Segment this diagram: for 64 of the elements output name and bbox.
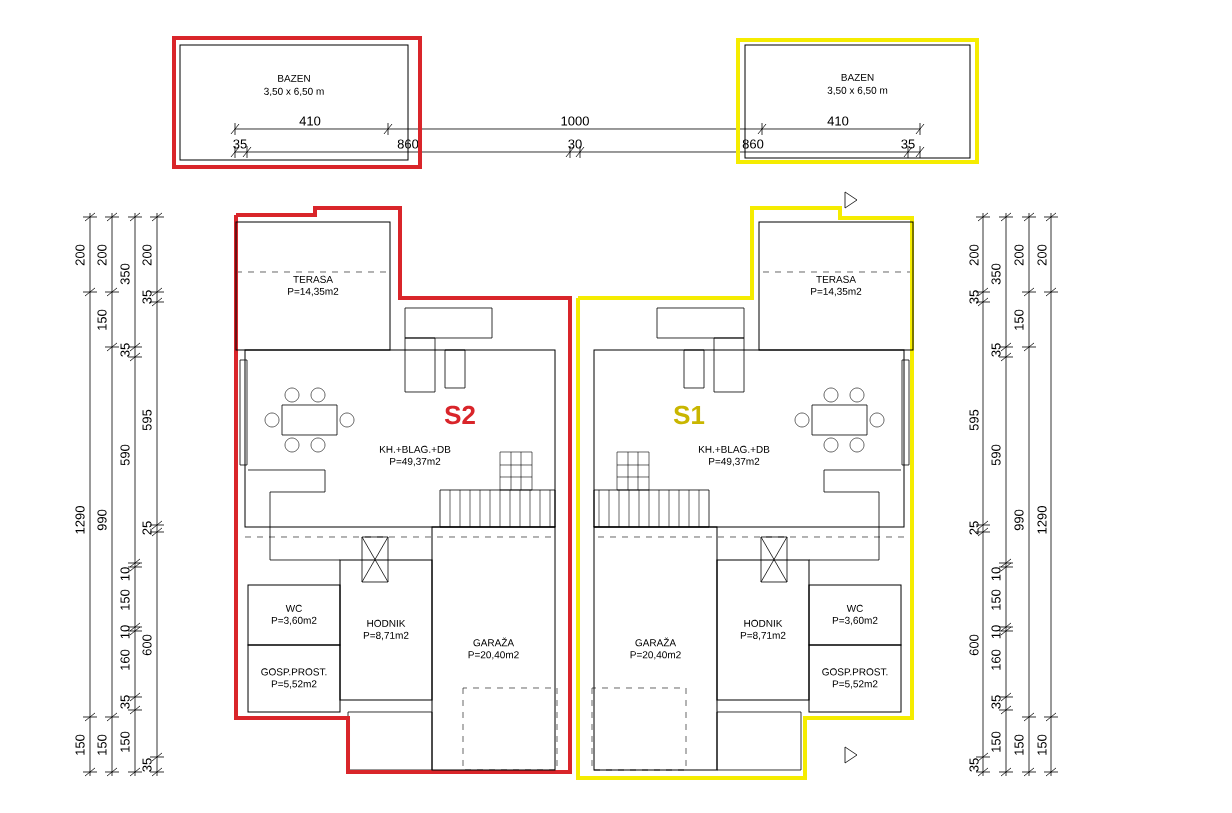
dimension-text: 35 [233, 139, 247, 149]
dimension-text: 595 [969, 409, 979, 431]
dimension-text: 35 [991, 343, 1001, 357]
dimension-text: 150 [1014, 309, 1024, 330]
dimension-text: 160 [991, 649, 1001, 670]
dimension-text: 35 [120, 695, 130, 709]
dimension-text: 1290 [75, 506, 85, 534]
dimension-text: 860 [397, 139, 419, 149]
dimension-text: 990 [1014, 509, 1024, 531]
dimension-text: 10 [991, 567, 1001, 581]
dimension-text: 590 [991, 444, 1001, 466]
dimension-text: 35 [901, 139, 915, 149]
room: GOSP.PROST. P=5,52m2 [808, 644, 902, 713]
dimension-text: 1290 [1037, 506, 1047, 534]
dimension-text: 595 [142, 409, 152, 431]
room: WC P=3,60m2 [808, 584, 902, 646]
dimension-text: 35 [969, 758, 979, 772]
dimension-text: 35 [120, 343, 130, 357]
dimension-text: 150 [991, 589, 1001, 610]
dimension-text: 200 [97, 244, 107, 266]
dimension-text: 150 [1014, 734, 1024, 755]
dimension-text: 10 [991, 625, 1001, 639]
room: GARAŽA P=20,40m2 [431, 526, 556, 771]
dimension-text: 410 [299, 116, 321, 126]
dimension-text: 350 [120, 263, 130, 285]
dimension-text: 35 [969, 290, 979, 304]
dimension-text: 160 [120, 649, 130, 670]
dimension-text: 410 [827, 116, 849, 126]
room: WC P=3,60m2 [247, 584, 341, 646]
room: KH.+BLAG.+DB P=49,37m2 [379, 445, 451, 467]
dimension-text: 860 [742, 139, 764, 149]
dimension-text: 200 [969, 244, 979, 266]
dimension-text: 150 [991, 731, 1001, 752]
room: TERASA P=14,35m2 [235, 221, 391, 351]
dimension-text: 150 [1037, 734, 1047, 755]
dimension-text: 1000 [561, 116, 589, 126]
dimension-text: 350 [991, 263, 1001, 285]
dimension-text: 200 [1037, 244, 1047, 266]
dimension-text: 150 [75, 734, 85, 755]
room: GOSP.PROST. P=5,52m2 [247, 644, 341, 713]
dimension-text: 30 [568, 139, 582, 149]
dimension-text: 150 [97, 309, 107, 330]
dimension-text: 25 [969, 521, 979, 535]
dimension-text: 590 [120, 444, 130, 466]
dimension-text: 200 [1014, 244, 1024, 266]
dimension-text: 990 [97, 509, 107, 531]
dimension-text: 150 [120, 731, 130, 752]
dimension-text: 600 [969, 634, 979, 656]
dimension-text: 35 [142, 758, 152, 772]
room: HODNIK P=8,71m2 [339, 559, 433, 701]
dimension-text: 150 [97, 734, 107, 755]
dimension-text: 10 [120, 567, 130, 581]
dimension-text: 35 [991, 695, 1001, 709]
room: KH.+BLAG.+DB P=49,37m2 [698, 445, 770, 467]
dimension-text: 200 [75, 244, 85, 266]
dimension-text: 150 [120, 589, 130, 610]
dimension-text: 600 [142, 634, 152, 656]
dimension-text: 25 [142, 521, 152, 535]
room: TERASA P=14,35m2 [758, 221, 914, 351]
dimension-text: 200 [142, 244, 152, 266]
dimension-text: 35 [142, 290, 152, 304]
dimension-text: 10 [120, 625, 130, 639]
room: GARAŽA P=20,40m2 [593, 526, 718, 771]
room: HODNIK P=8,71m2 [716, 559, 810, 701]
